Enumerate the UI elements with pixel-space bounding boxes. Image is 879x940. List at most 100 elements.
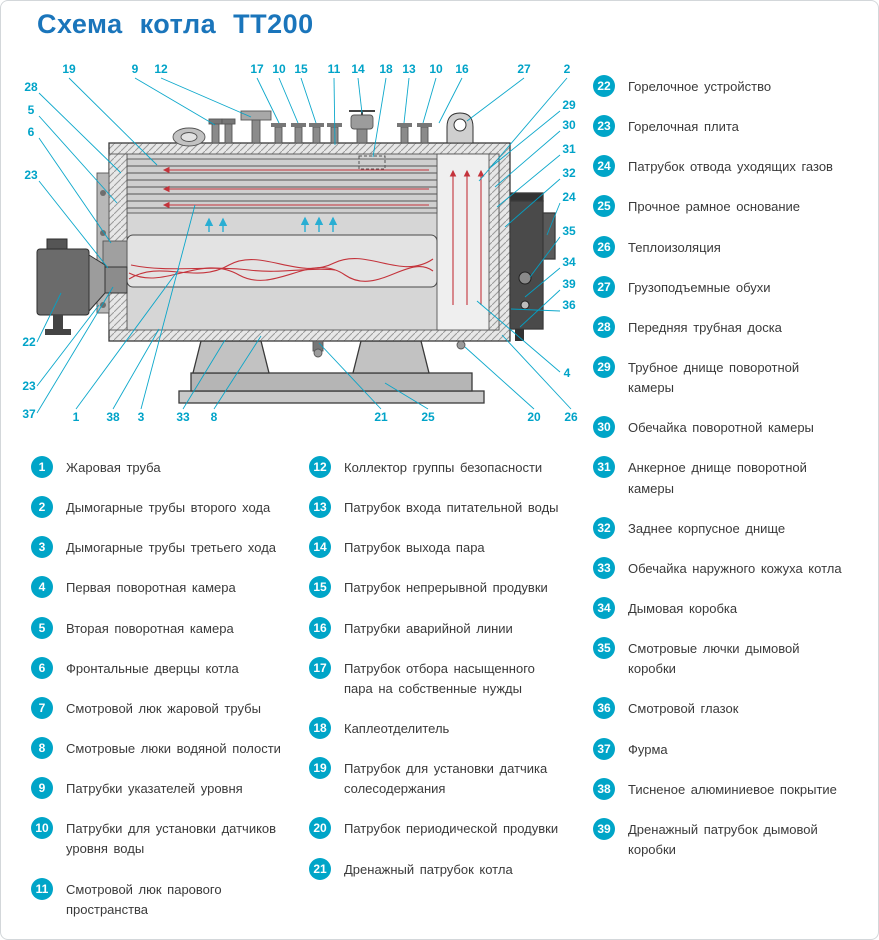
callout-number: 23	[22, 379, 36, 393]
legend-number-badge: 13	[309, 496, 331, 519]
blowdown-nozzle	[456, 340, 466, 350]
page-title: Схема котла ТТ200	[37, 9, 314, 39]
callout-number: 33	[176, 410, 190, 424]
callout-number: 36	[562, 298, 576, 312]
sight-glass	[520, 300, 530, 310]
legend-number-badge: 34	[593, 596, 615, 619]
callout-leader-line	[140, 204, 196, 410]
callout-leader-line	[213, 335, 262, 410]
main-steam-valve	[350, 114, 374, 130]
legend-number-badge: 4	[31, 576, 53, 599]
legend-label: Тисненое алюминиевое покрытие	[628, 781, 837, 797]
callout-leader-line	[519, 289, 561, 328]
callout-leader-line	[182, 339, 226, 410]
callout-number: 35	[562, 224, 576, 238]
legend-label: Коллектор группы безопасности	[344, 460, 543, 475]
legend-label: Патрубки для установки датчиков уровня в…	[66, 821, 277, 857]
callout-leader-line	[478, 77, 568, 182]
legend-number-badge: 30	[593, 416, 615, 439]
callout-number: 5	[28, 103, 35, 117]
legend-number-badge: 22	[593, 75, 615, 97]
callout-number: 24	[562, 190, 576, 204]
legend-number-badge: 23	[593, 115, 615, 138]
legend-number-badge: 36	[593, 697, 615, 720]
legend-number-badge: 18	[309, 716, 331, 739]
legend-number-badge: 39	[593, 817, 615, 840]
legend-item: 10 Патрубки для установки датчиков уровня…	[31, 817, 301, 859]
legend-item: 16 Патрубки аварийной линии	[309, 616, 579, 639]
smoke-box	[506, 192, 556, 341]
legend-number-badge: 1	[31, 456, 53, 478]
callout-leader-line	[112, 328, 160, 410]
callout-number: 6	[28, 125, 35, 139]
legend-number-badge: 32	[593, 516, 615, 539]
legend-label: Дымовая коробка	[628, 600, 738, 616]
callout-leader-line	[546, 202, 561, 236]
legend-number-badge: 20	[309, 817, 331, 840]
callout-leader-line	[38, 115, 118, 204]
legend-label: Патрубок отбора насыщенного пара на собс…	[344, 660, 535, 696]
legend-item: 39 Дренажный патрубок дымовой коробки	[593, 817, 871, 860]
smokebox-drain	[515, 329, 524, 341]
legend-label: Патрубок отвода уходящих газов	[628, 159, 833, 175]
legend-label: Анкерное днище поворотной камеры	[628, 460, 807, 496]
legend-number-badge: 17	[309, 656, 331, 679]
legend-item: 34 Дымовая коробка	[593, 596, 871, 619]
legend-label: Смотровые лючки дымовой коробки	[628, 641, 800, 677]
legend-label: Трубное днище поворотной камеры	[628, 359, 800, 396]
legend-item: 26 Теплоизоляция	[593, 235, 871, 258]
callout-number: 34	[562, 255, 576, 269]
callout-number: 16	[455, 62, 469, 76]
legend-number-badge: 8	[31, 736, 53, 759]
legend-number-badge: 26	[593, 235, 615, 258]
legend-label: Первая поворотная камера	[66, 580, 236, 596]
callout-number: 13	[402, 62, 416, 76]
flame-line	[128, 266, 434, 282]
callout-number: 3	[138, 410, 145, 424]
legend-number-badge: 31	[593, 456, 615, 479]
legend-label: Патрубки указателей уровня	[66, 781, 243, 797]
legend-number-badge: 37	[593, 737, 615, 760]
flame-line	[130, 264, 336, 272]
legend-number-badge: 15	[309, 576, 331, 599]
legend-label: Дренажный патрубок котла	[344, 861, 513, 877]
callout-leader-line	[300, 77, 317, 124]
legend-number-badge: 2	[31, 496, 53, 519]
legend-label: Заднее корпусное днище	[628, 520, 786, 536]
legend-item: 31 Анкерное днище поворотной камеры	[593, 456, 871, 498]
legend-number-badge: 25	[593, 195, 615, 218]
legend-label: Смотровой люк парового пространства	[66, 881, 222, 917]
legend-label: Патрубки аварийной линии	[344, 620, 513, 636]
callout-leader-line	[36, 292, 62, 343]
callout-number: 38	[106, 410, 120, 424]
callout-number: 26	[564, 410, 578, 424]
callout-number: 10	[429, 62, 443, 76]
callout-leader-line	[438, 77, 463, 124]
burner	[36, 238, 128, 335]
callout-leader-line	[75, 268, 180, 410]
nozzle	[312, 126, 321, 144]
legend-number-badge: 35	[593, 637, 615, 660]
callout-number: 12	[154, 62, 168, 76]
callout-number: 2	[564, 62, 571, 76]
legend-number-badge: 10	[31, 817, 53, 840]
legend-number-badge: 16	[309, 616, 331, 639]
callout-leader-line	[333, 77, 336, 146]
callout-leader-line	[422, 77, 437, 124]
callout-number: 8	[211, 410, 218, 424]
legend-number-badge: 38	[593, 777, 615, 800]
callout-number: 27	[517, 62, 531, 76]
callout-leader-line	[36, 286, 114, 414]
legend-label: Дренажный патрубок дымовой коробки	[628, 821, 818, 857]
legend-label: Теплоизоляция	[628, 239, 721, 255]
legend-number-badge: 7	[31, 696, 53, 719]
callout-leader-line	[501, 334, 572, 410]
